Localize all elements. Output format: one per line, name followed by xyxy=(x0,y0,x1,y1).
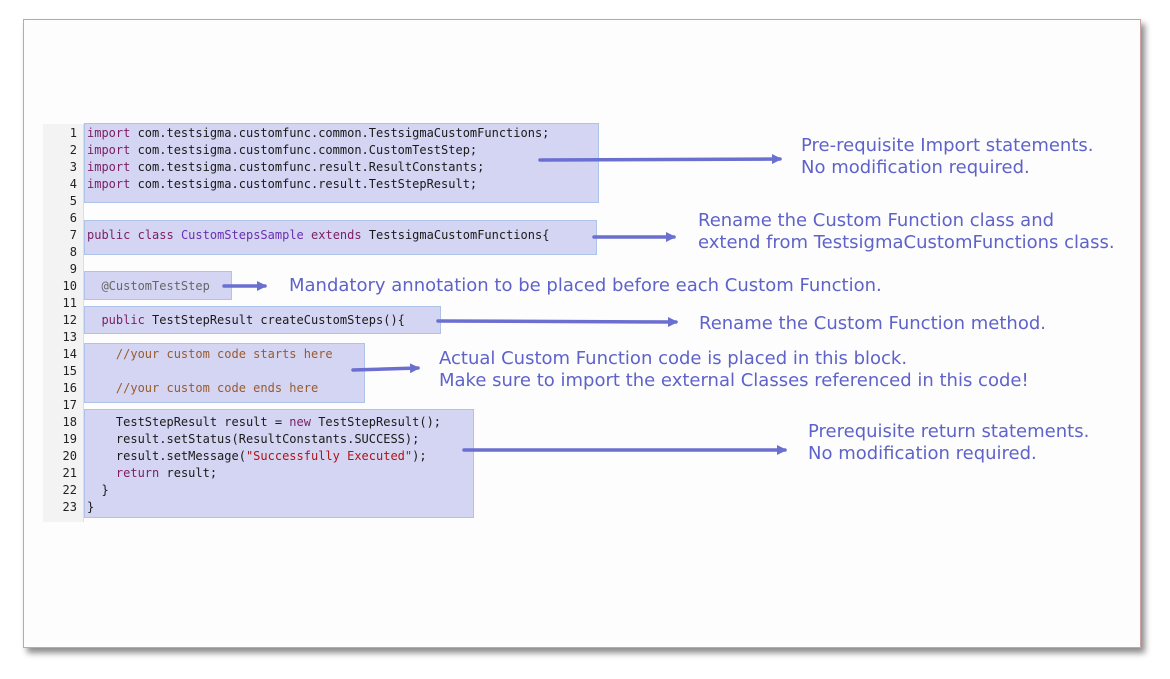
line-number: 3 xyxy=(69,160,77,174)
code-line-3: import com.testsigma.customfunc.result.R… xyxy=(87,159,484,176)
code-line-16: //your custom code ends here xyxy=(87,380,318,397)
keyword: public xyxy=(87,228,131,242)
note-line: Pre-requisite Import statements. xyxy=(801,135,1094,156)
keyword: return xyxy=(115,466,160,480)
code-line-22: } xyxy=(87,482,109,499)
annotation: @CustomTestStep xyxy=(101,279,210,293)
line-number: 9 xyxy=(69,262,77,276)
code-line-18: TestStepResult result = new TestStepResu… xyxy=(87,414,441,431)
keyword: import xyxy=(87,160,131,174)
note-line: Prerequisite return statements. xyxy=(808,421,1090,442)
keyword: import xyxy=(87,143,131,157)
line-number: 23 xyxy=(62,500,77,514)
note-method: Rename the Custom Function method. xyxy=(699,313,1046,335)
note-line: Rename the Custom Function class and xyxy=(698,210,1055,231)
code-text: com.testsigma.customfunc.common.CustomTe… xyxy=(130,143,478,157)
code-line-2: import com.testsigma.customfunc.common.C… xyxy=(87,142,477,159)
line-number: 2 xyxy=(69,143,77,157)
line-number: 10 xyxy=(62,279,77,293)
arrow-imports xyxy=(538,154,782,165)
line-number: 22 xyxy=(62,483,77,497)
class-name: CustomStepsSample xyxy=(180,228,304,242)
code-text: TestStepResult result = xyxy=(115,415,290,429)
note-imports: Pre-requisite Import statements.No modif… xyxy=(801,135,1094,179)
annotation-highlight xyxy=(84,271,232,300)
keyword: new xyxy=(289,415,311,429)
line-number: 20 xyxy=(62,449,77,463)
code-line-4: import com.testsigma.customfunc.result.T… xyxy=(87,176,477,193)
note-line: Make sure to import the external Classes… xyxy=(439,370,1029,391)
note-line: extend from TestsigmaCustomFunctions cla… xyxy=(698,232,1115,253)
note-line: Rename the Custom Function method. xyxy=(699,313,1047,334)
line-number: 18 xyxy=(62,415,77,429)
custom-code-highlight xyxy=(84,343,365,403)
note-block: Actual Custom Function code is placed in… xyxy=(439,348,1029,392)
return-highlight xyxy=(84,409,474,518)
code-text: result.setStatus(ResultConstants.SUCCESS… xyxy=(115,432,420,446)
code-line-21: return result; xyxy=(87,465,217,482)
method-highlight xyxy=(84,306,441,334)
line-number: 16 xyxy=(62,381,77,395)
line-number: 17 xyxy=(62,398,77,412)
note-return: Prerequisite return statements.No modifi… xyxy=(808,421,1089,465)
keyword: class xyxy=(137,228,174,242)
arrow-method xyxy=(436,316,678,327)
keyword: import xyxy=(87,177,131,191)
line-number: 21 xyxy=(62,466,77,480)
line-number: 13 xyxy=(62,330,77,344)
line-number: 1 xyxy=(69,126,77,140)
code-line-23: } xyxy=(87,499,94,516)
imports-highlight xyxy=(84,123,599,203)
code-line-19: result.setStatus(ResultConstants.SUCCESS… xyxy=(87,431,419,448)
note-annotation: Mandatory annotation to be placed before… xyxy=(289,275,882,297)
arrow-block xyxy=(351,363,420,374)
note-line: Mandatory annotation to be placed before… xyxy=(289,275,882,296)
line-number: 7 xyxy=(69,228,77,242)
code-text: TestStepResult createCustomSteps(){ xyxy=(144,313,405,327)
keyword: public xyxy=(101,313,145,327)
line-number: 11 xyxy=(62,296,77,310)
string-literal: "Successfully Executed" xyxy=(245,449,413,463)
code-line-10: @CustomTestStep xyxy=(87,278,210,295)
code-line-12: public TestStepResult createCustomSteps(… xyxy=(87,312,405,329)
code-text: TestStepResult(); xyxy=(310,415,442,429)
code-text: TestsigmaCustomFunctions{ xyxy=(361,228,550,242)
line-number: 4 xyxy=(69,177,77,191)
line-number: 5 xyxy=(69,194,77,208)
code-text: } xyxy=(87,500,95,514)
code-line-1: import com.testsigma.customfunc.common.T… xyxy=(87,125,549,142)
code-line-20: result.setMessage("Successfully Executed… xyxy=(87,448,427,465)
keyword: import xyxy=(87,126,131,140)
line-number-gutter xyxy=(43,124,84,522)
note-line: Actual Custom Function code is placed in… xyxy=(439,348,908,369)
code-text: result.setMessage( xyxy=(115,449,246,463)
code-line-14: //your custom code starts here xyxy=(87,346,333,363)
comment: //your custom code ends here xyxy=(115,381,319,395)
code-text: } xyxy=(101,483,109,497)
code-text: ); xyxy=(412,449,427,463)
note-line: No modification required. xyxy=(801,157,1030,178)
code-text: result; xyxy=(159,466,218,480)
class-highlight xyxy=(84,220,597,255)
line-number: 15 xyxy=(62,364,77,378)
line-number: 12 xyxy=(62,313,77,327)
code-text: com.testsigma.customfunc.result.TestStep… xyxy=(130,177,478,191)
line-number: 14 xyxy=(62,347,77,361)
comment: //your custom code starts here xyxy=(115,347,333,361)
line-number: 6 xyxy=(69,211,77,225)
line-number: 8 xyxy=(69,245,77,259)
code-text: com.testsigma.customfunc.common.Testsigm… xyxy=(130,126,550,140)
line-number: 19 xyxy=(62,432,77,446)
keyword: extends xyxy=(311,228,362,242)
code-line-7: public class CustomStepsSample extends T… xyxy=(87,227,549,244)
code-text: com.testsigma.customfunc.result.ResultCo… xyxy=(130,160,485,174)
note-line: No modification required. xyxy=(808,443,1037,464)
